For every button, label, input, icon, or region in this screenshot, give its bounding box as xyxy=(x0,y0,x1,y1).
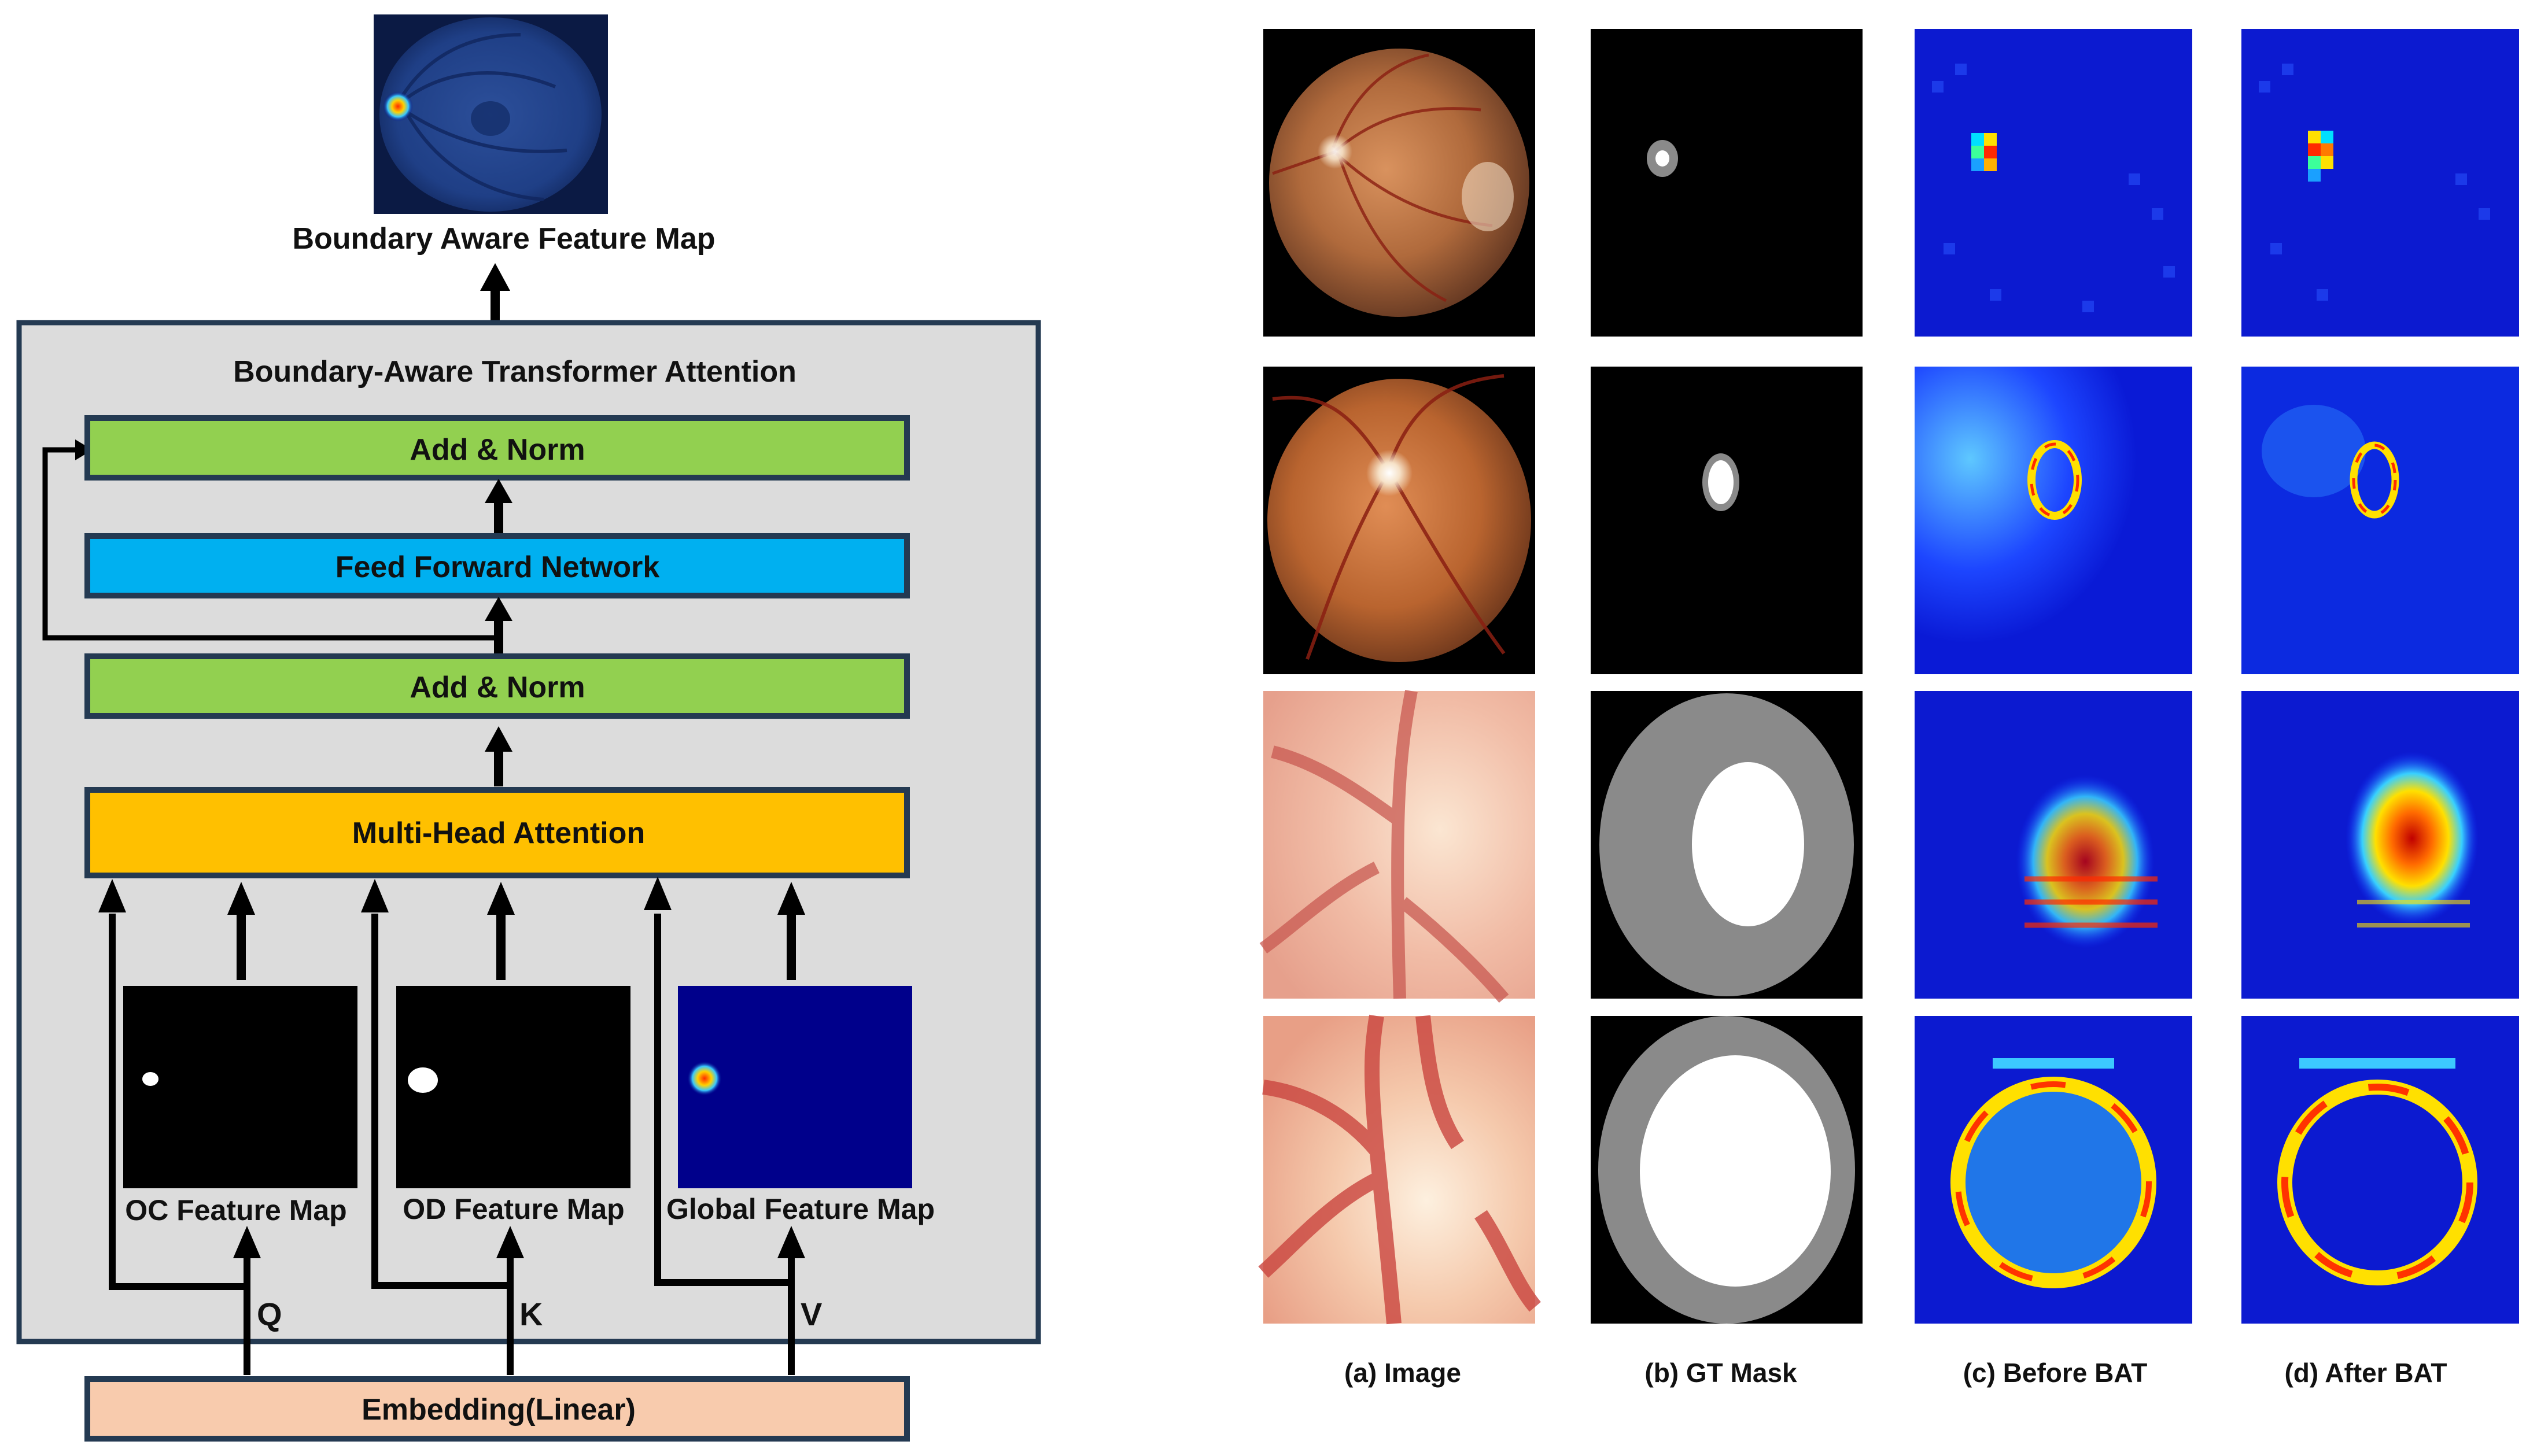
row-3 xyxy=(1259,689,2519,1003)
caption-before-bat: (c) Before BAT xyxy=(1963,1358,2148,1388)
arrow-up-icon xyxy=(644,877,672,910)
arrow-up-icon xyxy=(227,882,255,915)
embedding-block xyxy=(84,1376,910,1442)
after-bat-heatmap-1 xyxy=(2241,29,2519,337)
ffn-block xyxy=(84,533,910,598)
before-bat-heatmap-1 xyxy=(1915,29,2192,337)
k-label: K xyxy=(519,1296,543,1332)
add-norm-bottom-label: Add & Norm xyxy=(410,671,585,704)
feature-map-arrows xyxy=(227,882,805,980)
arrow-up-icon xyxy=(777,882,805,915)
arrow-up-icon xyxy=(777,1226,805,1258)
mha-block xyxy=(84,787,910,878)
caption-image: (a) Image xyxy=(1344,1358,1461,1388)
after-bat-heatmap-2 xyxy=(2241,367,2519,674)
arrow-up-icon xyxy=(485,726,512,752)
od-feature-map-label: OD Feature Map xyxy=(403,1193,624,1225)
arrow-up-icon xyxy=(361,879,389,912)
arrow-right-icon xyxy=(75,439,93,460)
residual-connection xyxy=(42,447,495,641)
q-label: Q xyxy=(257,1296,282,1332)
oc-feature-map xyxy=(123,986,357,1188)
add-norm-top-label: Add & Norm xyxy=(410,433,585,467)
add-norm-bottom-block xyxy=(84,653,910,719)
qkv-routing xyxy=(98,877,805,1375)
row-2 xyxy=(1263,367,2519,674)
output-label: Boundary Aware Feature Map xyxy=(292,222,715,256)
arrow-up-icon xyxy=(480,263,510,291)
arrow-up-icon xyxy=(485,479,512,503)
ffn-label: Feed Forward Network xyxy=(335,550,660,584)
caption-after-bat: (d) After BAT xyxy=(2284,1358,2447,1388)
arrow-up-icon xyxy=(233,1226,261,1258)
arrow-up-icon xyxy=(496,1226,524,1258)
architecture-diagram: Boundary Aware Feature Map Boundary-Awar… xyxy=(16,14,1041,1442)
arrow-up-icon xyxy=(485,597,512,621)
embedding-label: Embedding(Linear) xyxy=(362,1393,636,1427)
gt-mask-1 xyxy=(1591,29,1863,337)
v-label: V xyxy=(801,1296,822,1332)
arrow-up-icon xyxy=(98,879,126,912)
row-1 xyxy=(1263,29,2519,337)
mha-label: Multi-Head Attention xyxy=(352,816,645,850)
container-title: Boundary-Aware Transformer Attention xyxy=(233,355,796,389)
caption-gt-mask: (b) GT Mask xyxy=(1644,1358,1797,1388)
oc-feature-map-label: OC Feature Map xyxy=(125,1194,346,1226)
fundus-image-4 xyxy=(1263,1016,1535,1324)
results-grid: (a) Image (b) GT Mask (c) Before BAT (d)… xyxy=(1258,29,2519,1388)
output-feature-image xyxy=(374,14,608,214)
gt-mask-2 xyxy=(1591,367,1863,674)
row-4 xyxy=(1258,1014,2519,1325)
global-feature-map-label: Global Feature Map xyxy=(666,1193,935,1225)
arrow-up-icon xyxy=(487,882,515,915)
add-norm-top-block xyxy=(84,415,910,481)
before-bat-heatmap-2 xyxy=(1915,367,2192,674)
